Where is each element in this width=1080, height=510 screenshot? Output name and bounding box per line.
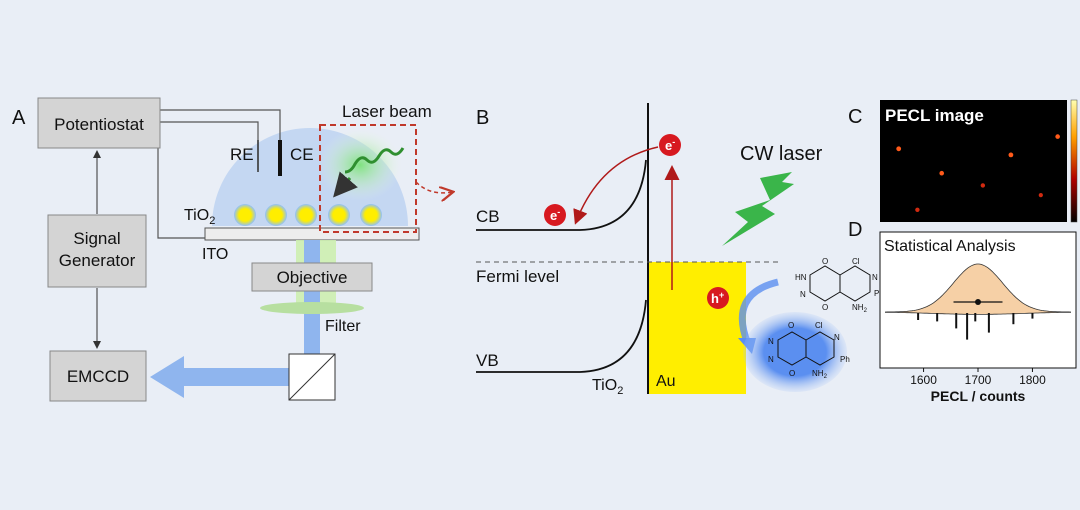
emccd-box bbox=[49, 350, 147, 402]
tio2-band-label: TiO2 bbox=[592, 377, 623, 397]
ito-label: ITO bbox=[202, 246, 228, 263]
cb-label: CB bbox=[476, 207, 500, 226]
re-label: RE bbox=[230, 145, 254, 164]
x-tick-label: 1800 bbox=[1019, 373, 1046, 387]
stats-title: Statistical Analysis bbox=[884, 238, 1016, 255]
pecl-image-title: PECL image bbox=[885, 106, 984, 125]
svg-text:O: O bbox=[822, 303, 828, 312]
svg-text:NH2: NH2 bbox=[812, 369, 828, 380]
laser-beam-label: Laser beam bbox=[342, 102, 432, 121]
svg-text:N: N bbox=[872, 273, 878, 282]
svg-text:Ph: Ph bbox=[874, 289, 884, 298]
mean-point bbox=[975, 299, 981, 305]
zoom-box bbox=[319, 124, 417, 233]
x-tick-label: 1700 bbox=[965, 373, 992, 387]
pecl-spots bbox=[896, 134, 1060, 212]
panel-a-letter: A bbox=[12, 107, 26, 129]
potentiostat-label: Potentiostat bbox=[54, 115, 144, 134]
laser-wave bbox=[344, 147, 405, 174]
molecule-glow bbox=[743, 312, 847, 392]
filter-disc bbox=[260, 302, 364, 314]
pecl-spot bbox=[915, 207, 920, 212]
pecl-spot bbox=[1038, 193, 1043, 198]
electron-au: e- bbox=[659, 134, 681, 156]
luminol-molecule-bottom: O Cl N N N Ph O NH2 bbox=[768, 321, 850, 380]
ce-label: CE bbox=[290, 145, 314, 164]
svg-text:N: N bbox=[768, 355, 774, 364]
emccd-label: EMCCD bbox=[67, 367, 129, 386]
beamsplitter-diagonal bbox=[288, 353, 336, 401]
svg-text:e-: e- bbox=[550, 207, 560, 223]
tio2-label: TiO2 bbox=[184, 207, 215, 227]
pecl-spot bbox=[980, 183, 986, 188]
cb-band bbox=[476, 159, 647, 231]
fermi-level-label: Fermi level bbox=[476, 267, 559, 286]
electron-transfer-arrow bbox=[573, 146, 659, 225]
signal-generator-box bbox=[47, 214, 147, 288]
electron-cb: e- bbox=[544, 204, 566, 226]
blue-beam-vertical bbox=[304, 240, 320, 360]
pecl-spot bbox=[1008, 152, 1014, 158]
pecl-spot bbox=[1055, 134, 1060, 139]
vb-band bbox=[476, 299, 647, 373]
tio2-nanoparticles bbox=[234, 204, 382, 226]
laser-arrow bbox=[333, 171, 358, 198]
vb-label: VB bbox=[476, 351, 499, 370]
svg-text:N: N bbox=[834, 333, 840, 342]
objective-label: Objective bbox=[277, 268, 348, 287]
x-tick-label: 1600 bbox=[910, 373, 937, 387]
filter-label: Filter bbox=[325, 318, 361, 335]
distribution-curve bbox=[885, 263, 1071, 315]
luminol-molecule-top: O Cl HN N N Ph O NH2 bbox=[795, 257, 884, 314]
objective-box bbox=[251, 262, 373, 292]
signal-generator-label-2: Generator bbox=[59, 251, 136, 270]
svg-text:Ph: Ph bbox=[840, 355, 850, 364]
panel-c-letter: C bbox=[848, 106, 862, 128]
svg-text:N: N bbox=[768, 337, 774, 346]
svg-text:h+: h+ bbox=[711, 290, 724, 306]
panel-d-letter: D bbox=[848, 219, 862, 241]
pecl-spot bbox=[896, 146, 902, 152]
signal-generator-label-1: Signal bbox=[73, 229, 120, 248]
x-axis-label: PECL / counts bbox=[931, 388, 1026, 404]
au-block bbox=[648, 262, 746, 394]
blue-beam-arrowhead bbox=[150, 356, 184, 398]
hole: h+ bbox=[707, 287, 729, 309]
oxidation-arrow bbox=[738, 278, 779, 346]
svg-text:O: O bbox=[822, 257, 828, 266]
laser-glow bbox=[318, 129, 402, 201]
panel-b-letter: B bbox=[476, 107, 489, 129]
svg-text:Cl: Cl bbox=[852, 257, 860, 266]
pecl-colorbar bbox=[1070, 99, 1078, 223]
pecl-spot bbox=[939, 170, 945, 176]
svg-text:Cl: Cl bbox=[815, 321, 823, 330]
lightning-bolt bbox=[722, 172, 794, 246]
zoom-arrow bbox=[415, 181, 452, 193]
svg-text:NH2: NH2 bbox=[852, 303, 868, 314]
ito-slide bbox=[204, 227, 420, 241]
svg-text:e-: e- bbox=[665, 137, 675, 153]
x-axis-ticks: 1600 1700 1800 bbox=[910, 368, 1046, 387]
blue-beam-horizontal bbox=[182, 368, 290, 386]
pecl-image bbox=[880, 100, 1067, 222]
potentiostat-box bbox=[37, 97, 161, 149]
svg-text:HN: HN bbox=[795, 273, 807, 282]
cw-laser-label: CW laser bbox=[740, 143, 823, 165]
svg-text:O: O bbox=[789, 369, 795, 378]
svg-text:O: O bbox=[788, 321, 794, 330]
value-sticks bbox=[917, 313, 1034, 340]
au-label: Au bbox=[656, 373, 676, 390]
svg-text:N: N bbox=[800, 290, 806, 299]
